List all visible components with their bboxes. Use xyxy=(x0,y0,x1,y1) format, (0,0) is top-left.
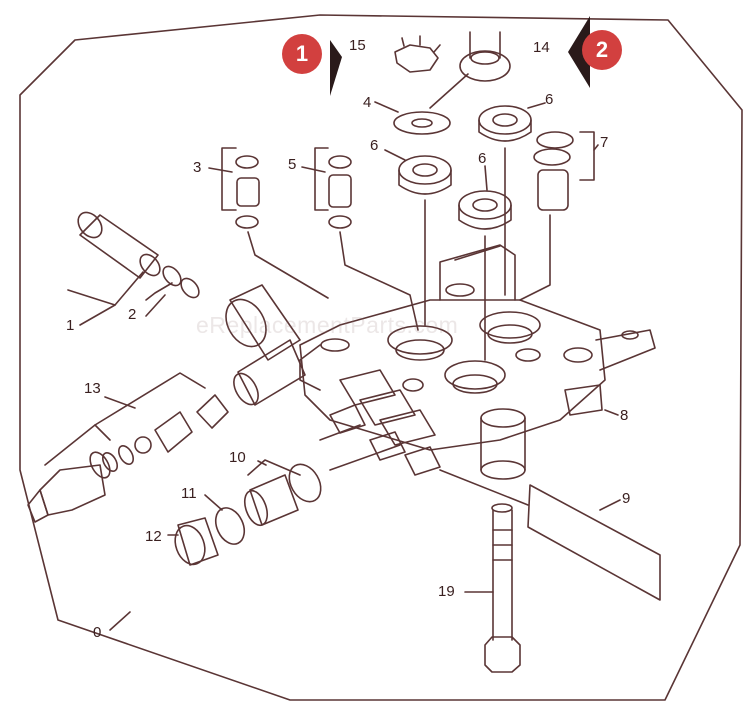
outlet-assembly xyxy=(27,372,229,523)
seal-6-top xyxy=(478,102,546,296)
seal-6-left xyxy=(384,149,452,326)
valve-7 xyxy=(519,131,599,301)
arrow-1 xyxy=(330,40,342,96)
check-valve-3 xyxy=(208,147,329,299)
top-cap-parts xyxy=(374,31,511,135)
assembly-boundary xyxy=(19,14,743,701)
watermark-text: eReplacementParts.com xyxy=(196,312,459,338)
part-label-15: 15 xyxy=(349,37,366,54)
arrow-2 xyxy=(568,16,590,88)
part-label-2: 2 xyxy=(128,306,137,323)
seal-6-middle xyxy=(458,165,512,361)
part-label-9: 9 xyxy=(622,490,631,507)
o-ring-11 xyxy=(204,494,246,545)
part-label-13: 13 xyxy=(84,380,101,397)
plug-12 xyxy=(167,517,219,566)
part-label-6-middle: 6 xyxy=(478,150,487,167)
part-label-1: 1 xyxy=(66,317,75,334)
unloader-assembly xyxy=(67,211,200,326)
part-label-14: 14 xyxy=(533,39,550,56)
callout-badge-1[interactable]: 1 xyxy=(282,34,322,74)
part-label-3: 3 xyxy=(193,159,202,176)
check-valve-5 xyxy=(301,147,419,331)
part-label-0: 0 xyxy=(93,624,102,641)
leader-0 xyxy=(109,611,131,631)
inlet-fitting xyxy=(225,284,306,406)
valve-10 xyxy=(243,459,322,527)
part-label-8: 8 xyxy=(620,407,629,424)
part-label-6-left: 6 xyxy=(370,137,379,154)
part-label-6-top: 6 xyxy=(545,91,554,108)
gasket-9 xyxy=(439,469,661,601)
part-label-19: 19 xyxy=(438,583,455,600)
part-label-4: 4 xyxy=(363,94,372,111)
part-label-7: 7 xyxy=(600,134,609,151)
part-label-12: 12 xyxy=(145,528,162,545)
part-label-10: 10 xyxy=(229,449,246,466)
sleeve-8 xyxy=(480,408,619,480)
bolt-19 xyxy=(464,503,521,673)
part-label-5: 5 xyxy=(288,156,297,173)
callout-badge-2[interactable]: 2 xyxy=(582,30,622,70)
guide-cluster xyxy=(319,369,441,476)
part-label-11: 11 xyxy=(181,485,197,502)
pump-body xyxy=(299,244,656,451)
